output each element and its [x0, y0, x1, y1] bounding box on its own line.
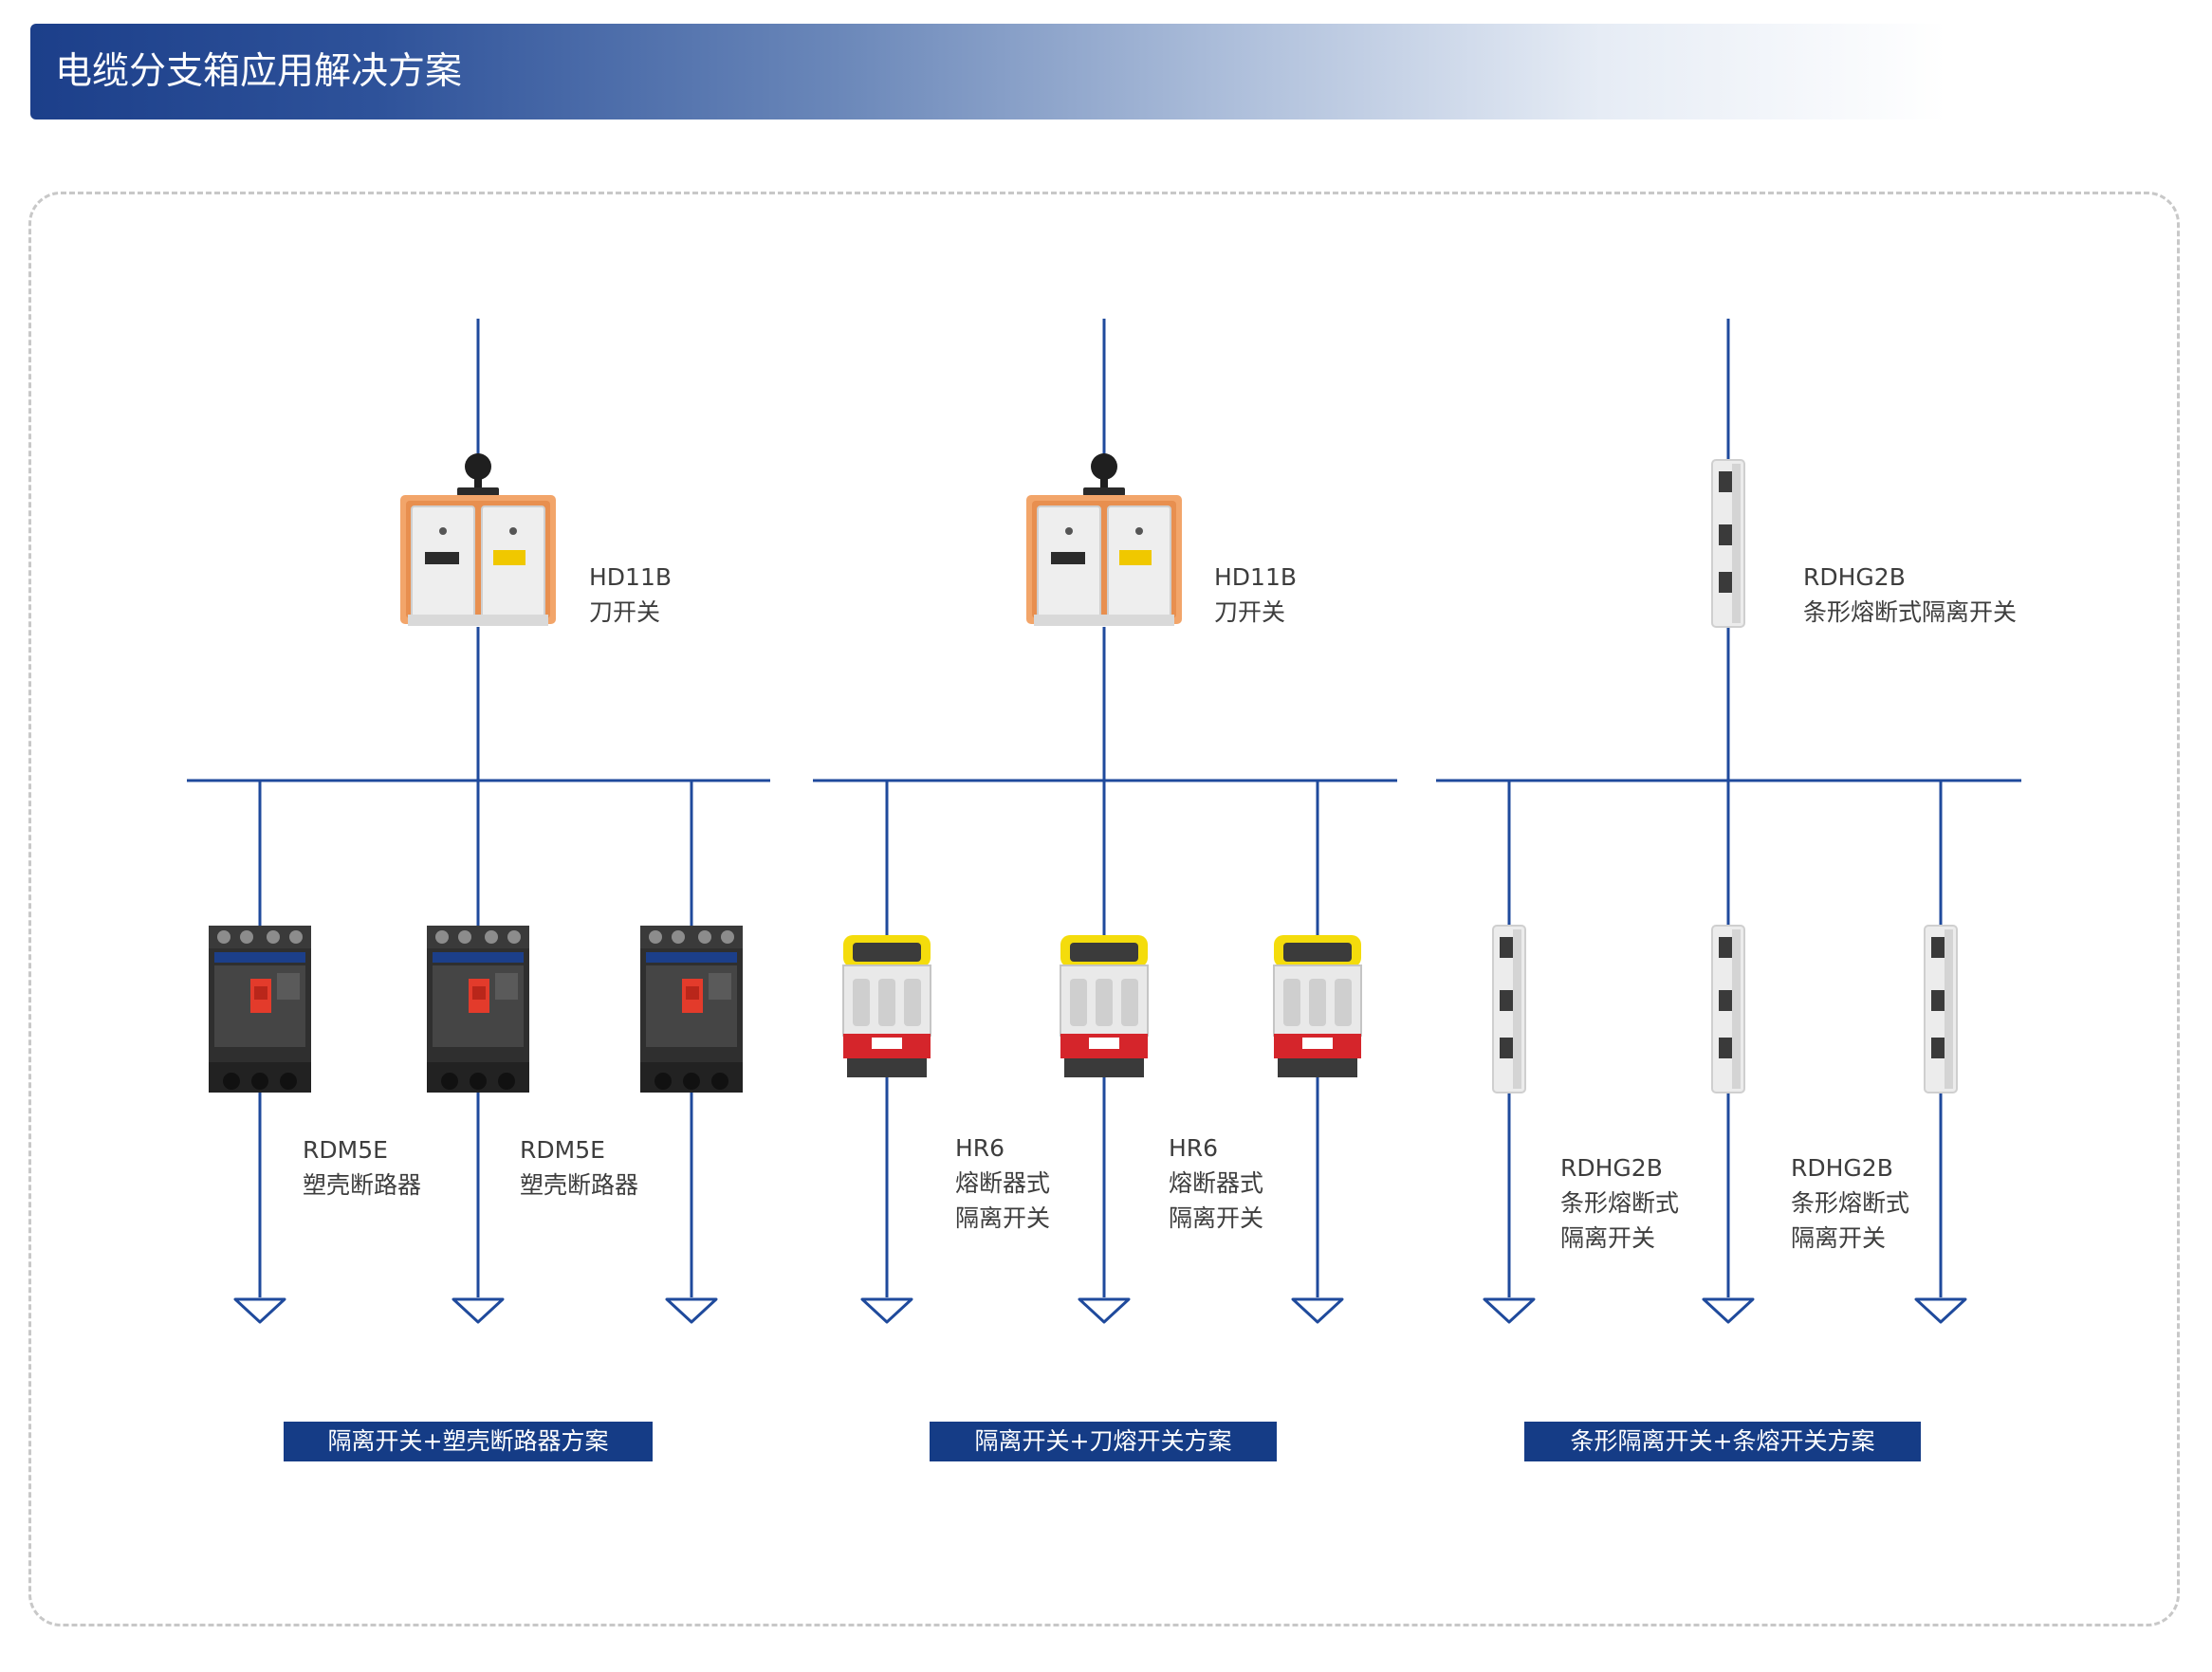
model-name: HR6 [955, 1134, 1005, 1162]
device-type: 隔离开关 [1169, 1204, 1264, 1232]
device-type: 刀开关 [589, 598, 661, 626]
fuse-switch-icon [842, 934, 931, 1078]
mccb-breaker-icon [209, 926, 311, 1093]
ground-symbol-icon [452, 1297, 505, 1324]
scheme-name-badge: 条形隔离开关+条熔开关方案 [1524, 1422, 1921, 1461]
strip-fuse-switch-icon [1711, 459, 1745, 628]
branch-device-label: RDHG2B 条形熔断式 隔离开关 [1791, 1150, 1909, 1256]
header-bar: 电缆分支箱应用解决方案 [30, 24, 1946, 119]
model-name: RDM5E [520, 1136, 605, 1164]
branch-device-label: HR6 熔断器式 隔离开关 [1169, 1130, 1263, 1236]
fuse-switch-icon [1060, 934, 1149, 1078]
device-type: 刀开关 [1214, 598, 1286, 626]
ground-symbol-icon [860, 1297, 913, 1324]
scheme-2-diagram [813, 319, 1397, 1324]
mccb-breaker-icon [427, 926, 529, 1093]
model-name: HD11B [1214, 563, 1298, 591]
page-title: 电缆分支箱应用解决方案 [55, 50, 463, 93]
ground-symbol-icon [1078, 1297, 1131, 1324]
knife-switch-icon [399, 452, 557, 627]
branch-device-label: RDM5E 塑壳断路器 [520, 1132, 638, 1203]
branch-device-label: RDHG2B 条形熔断式 隔离开关 [1560, 1150, 1679, 1256]
model-name: HD11B [589, 563, 673, 591]
model-name: RDHG2B [1791, 1154, 1893, 1182]
model-name: HR6 [1169, 1134, 1219, 1162]
ground-symbol-icon [665, 1297, 718, 1324]
ground-symbol-icon [233, 1297, 286, 1324]
diagram-frame [28, 192, 2180, 1626]
main-switch-label: RDHG2B 条形熔断式隔离开关 [1803, 560, 2017, 630]
device-type: 塑壳断路器 [303, 1171, 422, 1199]
mccb-breaker-icon [640, 926, 743, 1093]
main-switch-label: HD11B 刀开关 [589, 560, 672, 630]
strip-fuse-switch-icon [1492, 925, 1526, 1093]
device-type: 条形熔断式隔离开关 [1803, 598, 2018, 626]
device-type: 隔离开关 [955, 1204, 1051, 1232]
ground-symbol-icon [1702, 1297, 1755, 1324]
device-type: 隔离开关 [1560, 1224, 1656, 1252]
device-type: 条形熔断式 [1791, 1189, 1910, 1217]
scheme-1-diagram [187, 319, 770, 1324]
branch-device-label: RDM5E 塑壳断路器 [303, 1132, 421, 1203]
main-switch-label: HD11B 刀开关 [1214, 560, 1297, 630]
ground-symbol-icon [1483, 1297, 1536, 1324]
branch-device-label: HR6 熔断器式 隔离开关 [955, 1130, 1050, 1236]
model-name: RDM5E [303, 1136, 388, 1164]
scheme-name-badge: 隔离开关+塑壳断路器方案 [284, 1422, 653, 1461]
device-type: 条形熔断式 [1560, 1189, 1680, 1217]
device-type: 熔断器式 [1169, 1169, 1264, 1197]
device-type: 熔断器式 [955, 1169, 1051, 1197]
ground-symbol-icon [1291, 1297, 1344, 1324]
strip-fuse-switch-icon [1711, 925, 1745, 1093]
fuse-switch-icon [1273, 934, 1362, 1078]
scheme-name-badge: 隔离开关+刀熔开关方案 [930, 1422, 1277, 1461]
ground-symbol-icon [1914, 1297, 1967, 1324]
model-name: RDHG2B [1803, 563, 1906, 591]
knife-switch-icon [1025, 452, 1183, 627]
device-type: 隔离开关 [1791, 1224, 1887, 1252]
device-type: 塑壳断路器 [520, 1171, 639, 1199]
model-name: RDHG2B [1560, 1154, 1663, 1182]
strip-fuse-switch-icon [1924, 925, 1958, 1093]
scheme-3-diagram [1436, 319, 2021, 1324]
